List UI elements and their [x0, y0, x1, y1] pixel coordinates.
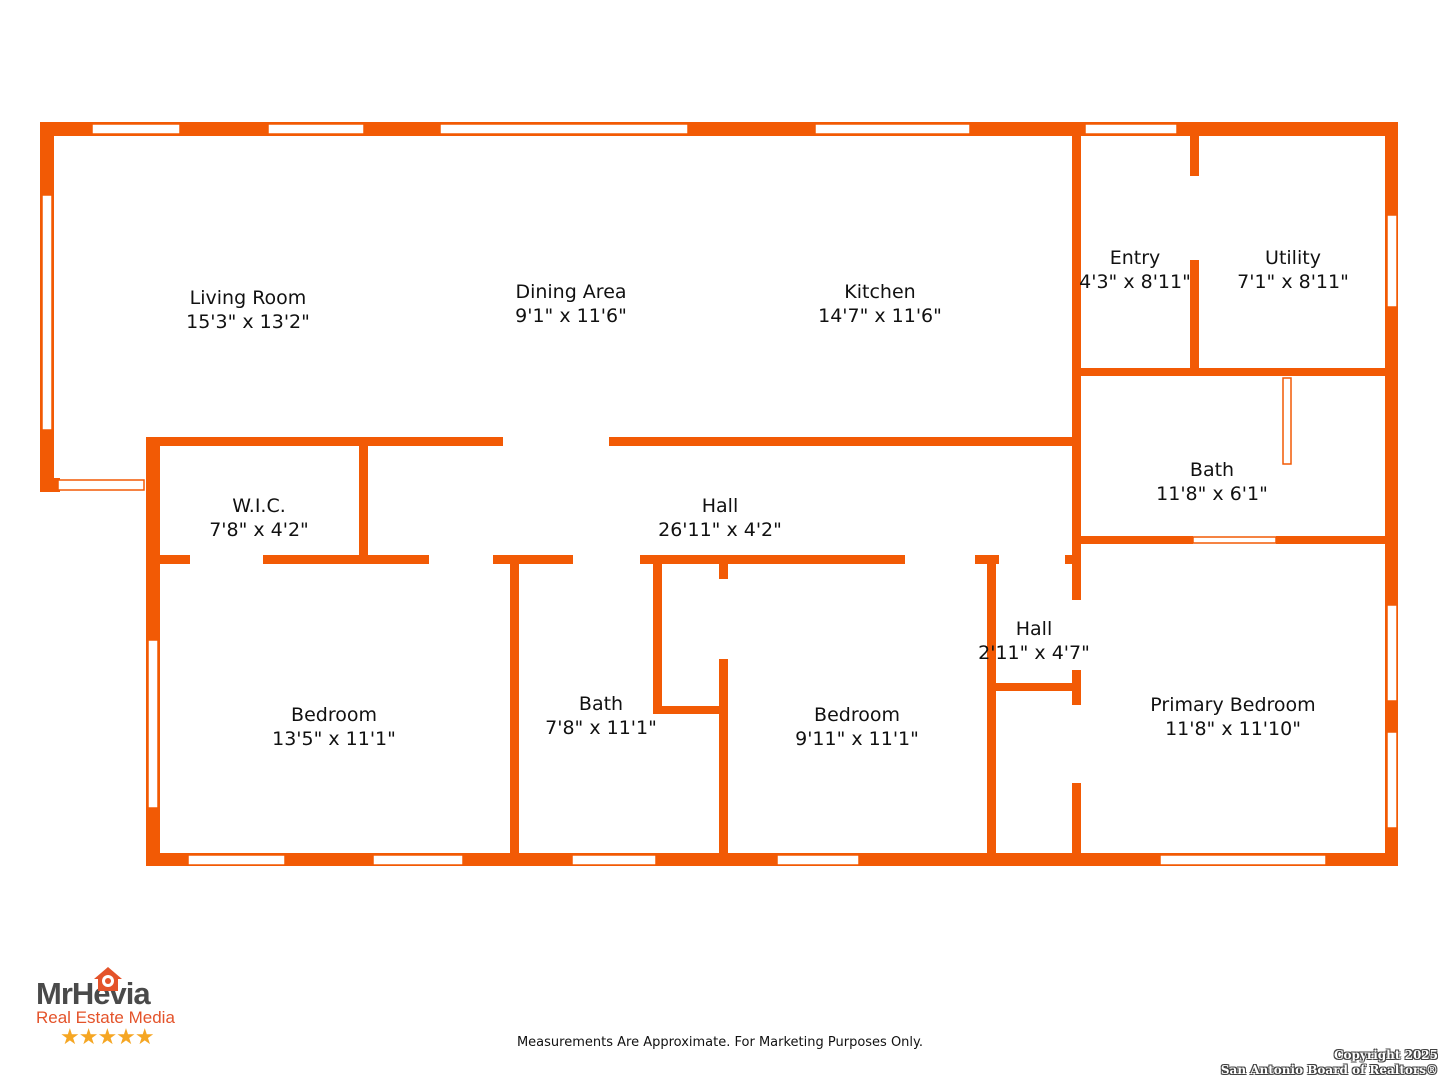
room-name: Entry	[1110, 247, 1161, 269]
room-name: Primary Bedroom	[1150, 694, 1315, 716]
room-size: 26'11" x 4'2"	[658, 519, 782, 541]
room-size: 11'8" x 11'10"	[1165, 718, 1301, 740]
room-size: 7'1" x 8'11"	[1237, 271, 1349, 293]
room-size: 7'8" x 4'2"	[209, 519, 309, 541]
room-size: 7'8" x 11'1"	[545, 717, 657, 739]
disclaimer: Measurements Are Approximate. For Market…	[516, 1035, 924, 1050]
room-size: 4'3" x 8'11"	[1079, 271, 1191, 293]
rating-stars: ★★★★★	[60, 1025, 155, 1050]
room-name: Bedroom	[814, 704, 900, 726]
room-size: 13'5" x 11'1"	[272, 728, 396, 750]
room-name: Dining Area	[515, 281, 626, 303]
company-logo: MrHevia Real Estate Media ★★★★★	[36, 965, 196, 1049]
room-name: Bath	[579, 693, 623, 715]
room-labels: Living Room 15'3" x 13'2" Dining Area 9'…	[186, 247, 1349, 750]
room-name: Kitchen	[844, 281, 915, 303]
house-camera-icon	[94, 967, 122, 991]
room-name: Bath	[1190, 459, 1234, 481]
room-name: Living Room	[190, 287, 307, 309]
room-size: 11'8" x 6'1"	[1156, 483, 1268, 505]
logo-name: MrHevia	[36, 976, 151, 1011]
room-size: 9'11" x 11'1"	[795, 728, 919, 750]
copyright-line: Copyright 2025	[1333, 1048, 1438, 1062]
logo-subtitle: Real Estate Media	[36, 1008, 175, 1027]
room-name: Hall	[702, 495, 739, 517]
room-name: Utility	[1265, 247, 1321, 269]
copyright: Copyright 2025 San Antonio Board of Real…	[1221, 1048, 1438, 1078]
room-name: W.I.C.	[232, 495, 286, 517]
windows	[41, 123, 1398, 866]
room-name: Bedroom	[291, 704, 377, 726]
room-size: 2'11" x 4'7"	[978, 642, 1090, 664]
copyright-owner: San Antonio Board of Realtors®	[1220, 1063, 1438, 1077]
room-size: 14'7" x 11'6"	[818, 305, 942, 327]
room-size: 9'1" x 11'6"	[515, 305, 627, 327]
room-name: Hall	[1016, 618, 1053, 640]
room-size: 15'3" x 13'2"	[186, 311, 310, 333]
